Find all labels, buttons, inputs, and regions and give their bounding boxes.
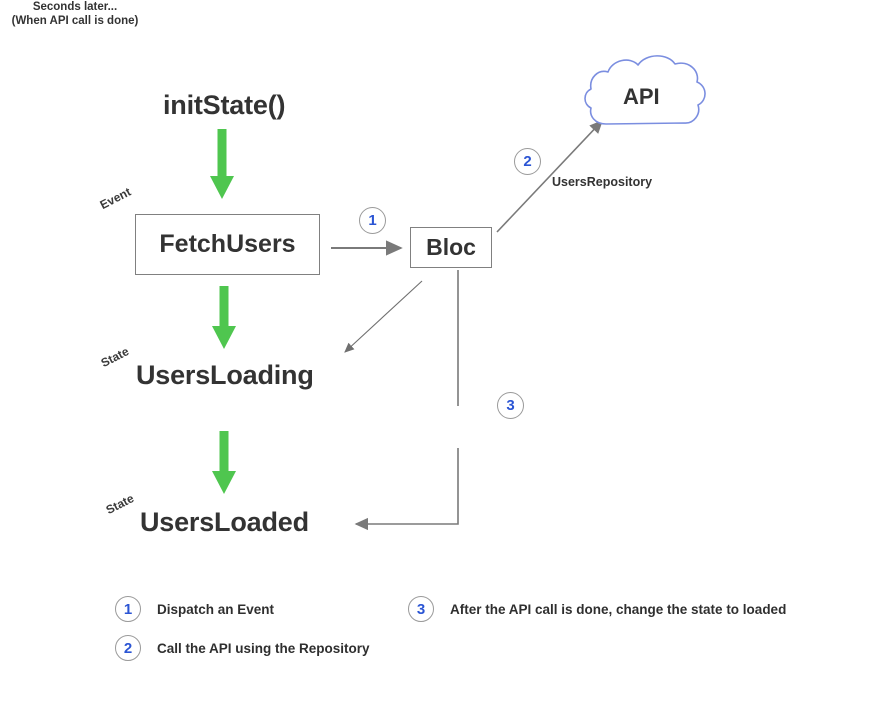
usersloaded-node: UsersLoaded xyxy=(140,507,309,537)
usersloading-node: UsersLoading xyxy=(136,360,314,390)
initstate-label: initState() xyxy=(163,90,286,120)
arrow-initstate-to-fetchusers xyxy=(210,129,234,199)
bloc-node[interactable]: Bloc xyxy=(410,227,492,268)
seconds-later-line-1: Seconds later... xyxy=(32,1,118,13)
api-cloud-shape xyxy=(584,55,706,125)
step-marker-2: 2 xyxy=(514,148,541,175)
legend-label-3: After the API call is done, change the s… xyxy=(450,601,787,617)
fetchusers-node[interactable]: FetchUsers xyxy=(135,214,320,275)
step-marker-1: 1 xyxy=(359,207,386,234)
legend-item: 3 After the API call is done, change the… xyxy=(408,596,786,622)
arrow-bloc-to-usersloaded xyxy=(354,270,459,531)
step-marker-3: 3 xyxy=(497,392,524,419)
legend-label-2: Call the API using the Repository xyxy=(157,640,370,656)
legend-item: 2 Call the API using the Repository xyxy=(115,635,370,661)
arrow-fetchusers-to-usersloading xyxy=(212,286,236,349)
arrow-bloc-to-api xyxy=(496,119,603,233)
usersrepository-edge-label: UsersRepository xyxy=(552,175,653,189)
legend-label-1: Dispatch an Event xyxy=(157,601,275,617)
arrow-usersloading-to-usersloaded xyxy=(212,431,236,494)
legend-marker-2: 2 xyxy=(115,635,141,661)
legend-item: 1 Dispatch an Event xyxy=(115,596,274,622)
seconds-later-annotation: Seconds later... (When API call is done) xyxy=(0,0,150,28)
api-cloud-label: API xyxy=(623,84,660,109)
seconds-later-line-2: (When API call is done) xyxy=(11,15,139,27)
arrow-bloc-to-usersloading xyxy=(344,280,423,353)
legend-marker-3: 3 xyxy=(408,596,434,622)
legend-marker-1: 1 xyxy=(115,596,141,622)
